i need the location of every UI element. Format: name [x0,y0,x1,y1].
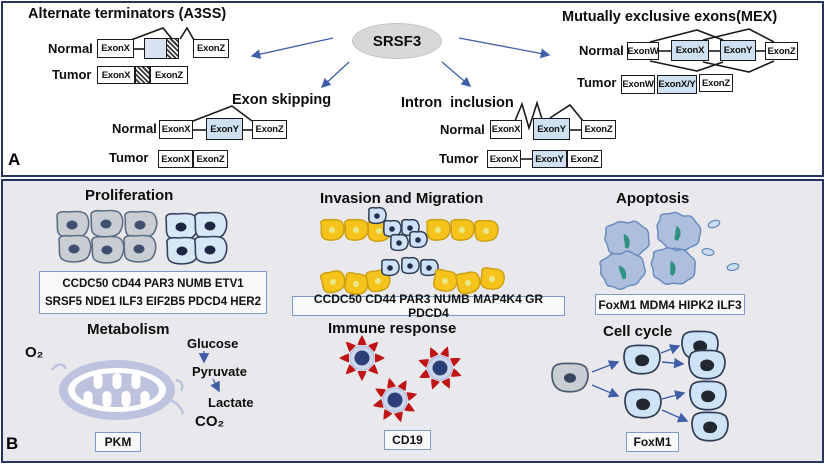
oxygen-label: O₂ [25,344,44,361]
ii-normal-exon-z: ExonZ [581,120,616,139]
a3ss-normal-label: Normal [48,41,93,56]
invasion-title: Invasion and Migration [320,190,484,207]
proliferation-title: Proliferation [85,187,174,204]
mex-title: Mutually exclusive exons(MEX) [562,9,778,25]
ii-tumor-exon-y: ExonY [532,150,567,168]
a3ss-alt-terminator-box [144,38,179,59]
a3ss-tumor-exon-z: ExonZ [150,66,188,84]
mex-normal-exon-z: ExonZ [765,42,798,60]
lactate-label: Lactate [208,395,254,410]
ii-normal-exon-y: ExonY [533,118,570,140]
es-tumor-label: Tumor [109,150,149,165]
alt-exon-segment [145,39,167,58]
mex-normal-label: Normal [579,43,624,58]
srsf3-ellipse: SRSF3 [352,23,442,59]
es-normal-exon-x: ExonX [159,120,193,139]
a3ss-normal-exon-x: ExonX [97,39,134,58]
mex-normal-exon-x: ExonX [671,40,709,61]
exon-skipping-title: Exon skipping [232,92,332,108]
mex-tumor-exon-xy: ExonX/Y [657,75,697,94]
es-normal-exon-y: ExonY [206,118,243,140]
a3ss-title: Alternate terminators (A3SS) [28,6,227,22]
proliferation-gene-box: CCDC50 CD44 PAR3 NUMB ETV1 SRSF5 NDE1 IL… [39,271,267,314]
es-tumor-exon-z: ExonZ [193,150,228,168]
glucose-label: Glucose [187,336,239,351]
pyruvate-label: Pyruvate [192,364,247,379]
mex-tumor-exon-z: ExonZ [699,74,733,92]
foxm1-gene-box: FoxM1 [626,432,679,452]
es-tumor-exon-x: ExonX [158,150,193,168]
proliferation-genes-line1: CCDC50 CD44 PAR3 NUMB ETV1 [62,277,244,290]
intron-inclusion-title: Intron inclusion [401,95,514,111]
a3ss-tumor-label: Tumor [52,67,92,82]
panel-a-label: A [8,150,21,169]
ii-tumor-label: Tumor [439,151,479,166]
invasion-gene-box: CCDC50 CD44 PAR3 NUMB MAP4K4 GR PDCD4 [292,292,565,320]
mex-normal-exon-w: ExonW [627,42,659,60]
mex-normal-exon-y: ExonY [720,40,756,61]
es-normal-exon-z: ExonZ [252,120,287,139]
panel-b-label: B [6,434,19,453]
pkm-gene-box: PKM [95,432,141,452]
intron-retained-segment [166,39,178,58]
apoptosis-gene-box: FoxM1 MDM4 HIPK2 ILF3 [595,294,745,315]
proliferation-genes-line2: SRSF5 NDE1 ILF3 EIF2B5 PDCD4 HER2 [44,295,261,308]
ii-tumor-exon-z: ExonZ [567,150,602,168]
a3ss-tumor-exon-x: ExonX [97,66,135,84]
es-normal-label: Normal [112,121,157,136]
immune-title: Immune response [328,320,457,337]
ii-normal-exon-x: ExonX [490,120,522,139]
mex-tumor-exon-w: ExonW [621,75,655,94]
mex-tumor-label: Tumor [577,75,617,90]
a3ss-tumor-hatched-box [135,66,150,84]
cd19-gene-box: CD19 [384,430,431,450]
apoptosis-title: Apoptosis [616,190,690,207]
metabolism-title: Metabolism [87,321,170,338]
co2-label: CO₂ [195,413,225,430]
cell-cycle-title: Cell cycle [603,323,673,340]
ii-tumor-exon-x: ExonX [487,150,521,168]
ii-normal-label: Normal [440,122,485,137]
a3ss-normal-exon-z: ExonZ [193,39,229,58]
